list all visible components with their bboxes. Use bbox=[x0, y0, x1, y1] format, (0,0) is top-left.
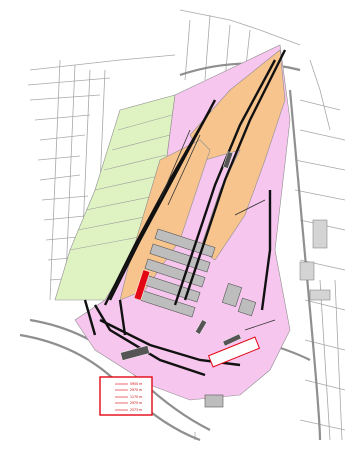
legend-row-2-right: 2970 m bbox=[130, 388, 142, 392]
legend-row-5: 2573 m bbox=[115, 408, 142, 412]
legend-row-3-right: 1170 m bbox=[130, 395, 142, 399]
building-blocks bbox=[134, 228, 257, 408]
legend-box: 5950 m 2970 m 1170 m 2970 m 2573 m bbox=[99, 376, 153, 416]
right-structures bbox=[299, 219, 331, 301]
legend-row-2: 2970 m bbox=[115, 388, 142, 392]
red-label-vertical bbox=[133, 269, 151, 301]
legend-row-1-right: 5950 m bbox=[130, 382, 142, 386]
legend-row-3: 1170 m bbox=[115, 395, 142, 399]
tag-building-2 bbox=[195, 319, 207, 335]
railway-thin bbox=[159, 129, 276, 331]
legend-row-5-right: 2573 m bbox=[130, 408, 142, 412]
legend-row-1: 5950 m bbox=[115, 382, 142, 386]
legend-row-4: 2970 m bbox=[115, 401, 142, 405]
building-tags bbox=[120, 151, 242, 361]
tag-building-1 bbox=[222, 151, 234, 169]
legend-frame bbox=[99, 376, 153, 416]
tag-building-3 bbox=[222, 333, 242, 347]
red-labels bbox=[133, 269, 261, 368]
railway-tracks bbox=[83, 49, 287, 377]
red-label-diagonal bbox=[207, 336, 261, 368]
tag-building-4 bbox=[120, 345, 150, 361]
legend-row-4-right: 2970 m bbox=[130, 401, 142, 405]
